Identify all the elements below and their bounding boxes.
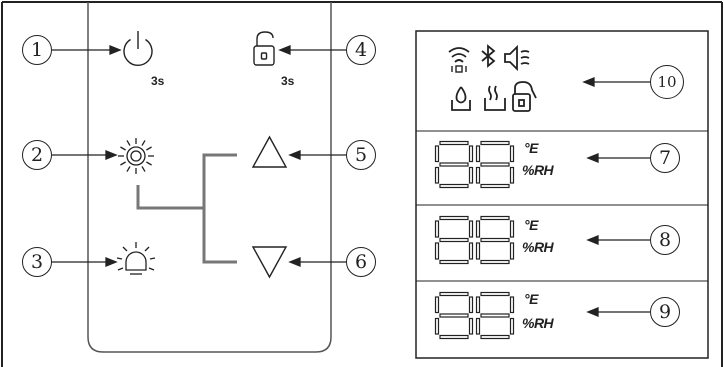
leader-8-arrow (586, 235, 599, 245)
display-outline (415, 30, 709, 359)
power-icon (123, 31, 153, 67)
digit-segment-r1-d2-s4 (475, 145, 481, 163)
bracket-link (136, 185, 204, 210)
digit-segment-r2-d2-s6 (475, 242, 481, 260)
digit-segment-r2-d1-s5 (468, 220, 474, 238)
down-arrow-icon (251, 246, 288, 279)
brightness-down-icon (116, 242, 156, 275)
digit-segment-r2-d1-s1 (439, 215, 469, 221)
digit-segment-r1-d2-s1 (480, 140, 510, 146)
callout-10: 10 (650, 65, 684, 99)
digit-segment-r1-d1-s6 (434, 166, 440, 184)
brightness-up-icon (118, 138, 154, 174)
leader-5-arrow (288, 150, 301, 160)
digit-segment-r2-d1-s6 (434, 242, 440, 260)
leader-3-arrow (105, 257, 118, 267)
digit-segment-r3-d2-s6 (475, 317, 481, 335)
digit-segment-r1-d2-s3 (480, 183, 510, 189)
callout-6: 6 (346, 247, 376, 277)
control-panel-outline (87, 2, 332, 353)
digit-segment-r3-d1-s6 (434, 317, 440, 335)
digit-segment-r3-d1-s5 (468, 296, 474, 314)
heater-icon (484, 85, 506, 111)
digit-segment-r2-d1-s3 (439, 259, 469, 265)
digit-segment-r1-d1-s3 (439, 183, 469, 189)
display-3-unit-bottom: %RH (522, 315, 554, 331)
callout-5: 5 (346, 140, 376, 170)
digit-segment-r1-d1-s2 (439, 162, 469, 167)
digit-segment-r1-d2-s7 (509, 166, 515, 184)
leader-6-arrow (288, 257, 301, 267)
digit-segment-r1-d1-s4 (434, 145, 440, 163)
digit-segment-r2-d2-s4 (475, 220, 481, 238)
digit-segment-r3-d2-s7 (509, 317, 515, 335)
digit-segment-r2-d2-s5 (509, 220, 515, 238)
water-drop-icon (451, 86, 471, 111)
callout-3: 3 (22, 247, 52, 277)
display-2-unit-bottom: %RH (522, 239, 554, 255)
callout-1: 1 (22, 35, 52, 65)
leader-2-arrow (105, 150, 118, 160)
digit-segment-r3-d1-s7 (468, 317, 474, 335)
callout-4: 4 (346, 35, 376, 65)
display-2-unit-top: °E (524, 217, 538, 233)
bluetooth-icon (481, 44, 496, 68)
digit-segment-r3-d1-s2 (439, 313, 469, 318)
callout-9: 9 (650, 297, 680, 327)
digit-segment-r2-d2-s2 (480, 237, 510, 243)
callout-8: 8 (650, 225, 680, 255)
callout-2: 2 (22, 140, 52, 170)
wifi-icon (448, 47, 470, 73)
digit-segment-r2-d1-s7 (468, 242, 474, 260)
leader-1-arrow (109, 45, 122, 55)
digit-segment-r2-d2-s7 (509, 242, 515, 260)
leader-7-arrow (586, 153, 599, 163)
digit-segment-r3-d2-s2 (480, 313, 510, 318)
leader-10-arrow (582, 77, 595, 87)
digit-segment-r3-d1-s1 (439, 291, 469, 297)
digit-segment-r2-d1-s2 (439, 237, 469, 243)
speaker-icon (504, 44, 530, 72)
digit-segment-r3-d1-s4 (434, 296, 440, 314)
display-1-unit-bottom: %RH (522, 162, 554, 178)
callout-7: 7 (650, 143, 680, 173)
display-3-unit-top: °E (524, 291, 538, 307)
digit-segment-r3-d2-s3 (480, 334, 510, 340)
display-1-unit-top: °E (524, 140, 538, 156)
bracket-arrows (202, 153, 237, 264)
lock-icon (512, 81, 537, 112)
digit-segment-r2-d2-s3 (480, 259, 510, 265)
digit-segment-r1-d2-s2 (480, 162, 510, 167)
digit-segment-r3-d2-s1 (480, 291, 510, 297)
digit-segment-r1-d1-s1 (439, 140, 469, 146)
digit-segment-r3-d1-s3 (439, 334, 469, 340)
leader-4-arrow (278, 45, 291, 55)
digit-segment-r3-d2-s4 (475, 296, 481, 314)
seven-segment-digits (434, 140, 515, 340)
lock-icon (253, 31, 275, 66)
digit-segment-r3-d2-s5 (509, 296, 515, 314)
digit-segment-r2-d1-s4 (434, 220, 440, 238)
digit-segment-r1-d2-s5 (509, 145, 515, 163)
power-hold-label: 3s (151, 74, 165, 88)
digit-segment-r1-d2-s6 (475, 166, 481, 184)
digit-segment-r1-d1-s7 (468, 166, 474, 184)
digit-segment-r2-d2-s1 (480, 215, 510, 221)
leader-9-arrow (586, 307, 599, 317)
lock-hold-label: 3s (281, 74, 295, 88)
up-arrow-icon (251, 135, 288, 168)
digit-segment-r1-d1-s5 (468, 145, 474, 163)
